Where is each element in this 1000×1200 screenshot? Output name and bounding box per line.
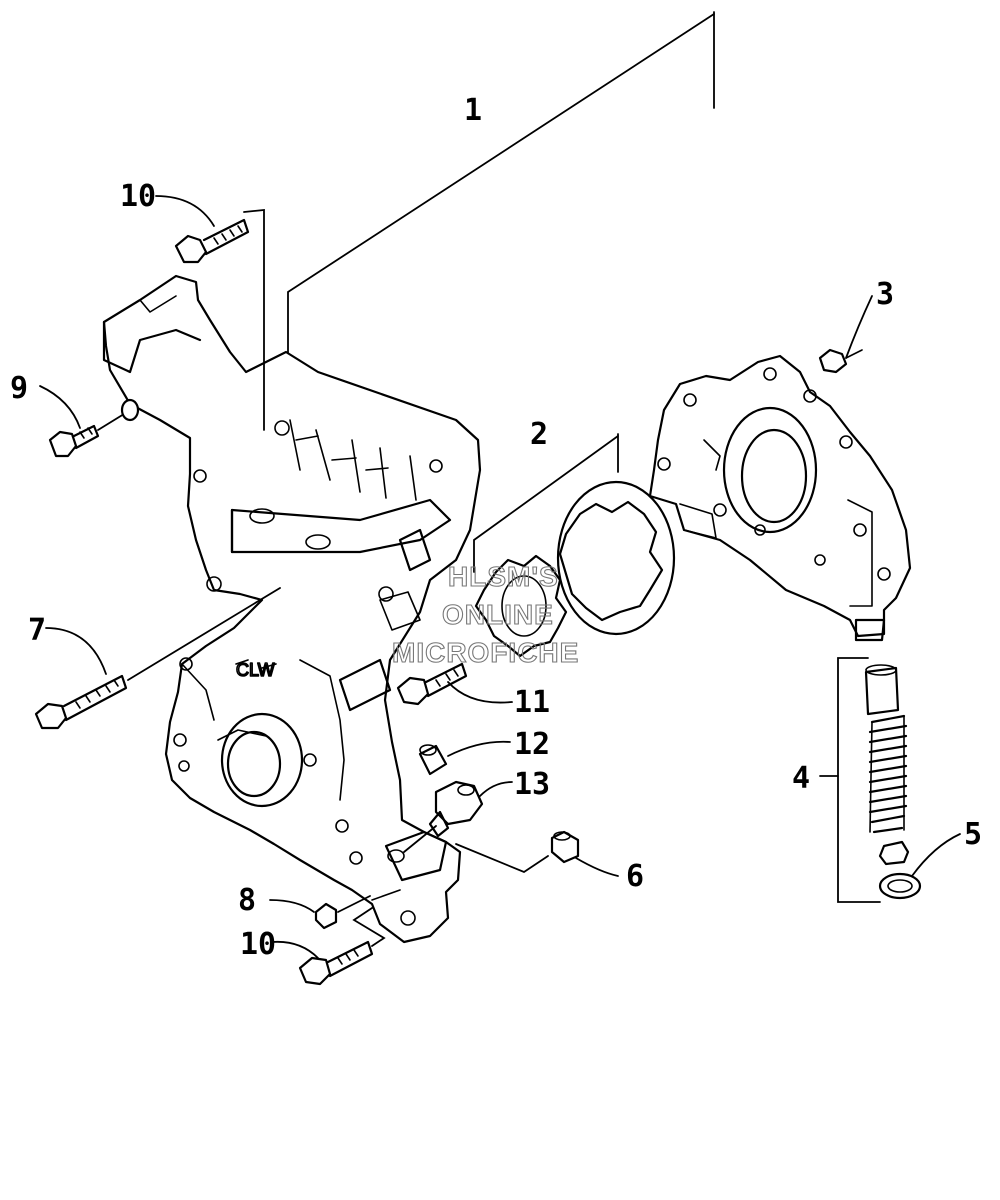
callout-4: 4 [792, 761, 810, 796]
screw-3 [818, 295, 873, 374]
callout-7: 7 [28, 613, 46, 648]
bolt-10-bottom [271, 907, 386, 986]
leader-2 [473, 433, 619, 573]
bolt-10-top [155, 195, 265, 431]
bolt-9 [39, 385, 140, 458]
plug-6 [455, 830, 619, 877]
cover-engraving: CLW [236, 660, 275, 680]
callout-10-bottom: 10 [240, 927, 276, 962]
callout-12: 12 [514, 727, 550, 762]
callout-6: 6 [626, 859, 644, 894]
watermark-line-3: MICROFICHE [392, 637, 579, 668]
callout-9: 9 [10, 371, 28, 406]
front-cover: CLW [102, 274, 482, 944]
leader-1 [287, 11, 715, 361]
bolt-11 [396, 662, 513, 706]
callout-3: 3 [876, 277, 894, 312]
callout-10-top: 10 [120, 179, 156, 214]
oil-pump-inner-rotor [474, 554, 568, 658]
callout-13: 13 [514, 767, 550, 802]
callout-11: 11 [514, 685, 550, 720]
callout-8: 8 [238, 883, 256, 918]
watermark-line-2: ONLINE [442, 599, 554, 630]
plug-8 [269, 895, 371, 930]
snap-ring-5 [878, 833, 961, 900]
relief-valve-assembly [819, 657, 910, 903]
callout-5: 5 [964, 817, 982, 852]
oil-pump-cover [648, 354, 912, 642]
callout-1: 1 [464, 93, 482, 128]
oil-pump-outer-rotor [556, 480, 676, 636]
bolt-7 [34, 587, 281, 730]
spacer-12 [418, 740, 511, 776]
watermark-line-1: HLSM'S [448, 561, 559, 592]
callout-2: 2 [530, 417, 548, 452]
sensor-13 [403, 780, 513, 853]
watermark: HLSM'S ONLINE MICROFICHE [391, 560, 579, 668]
